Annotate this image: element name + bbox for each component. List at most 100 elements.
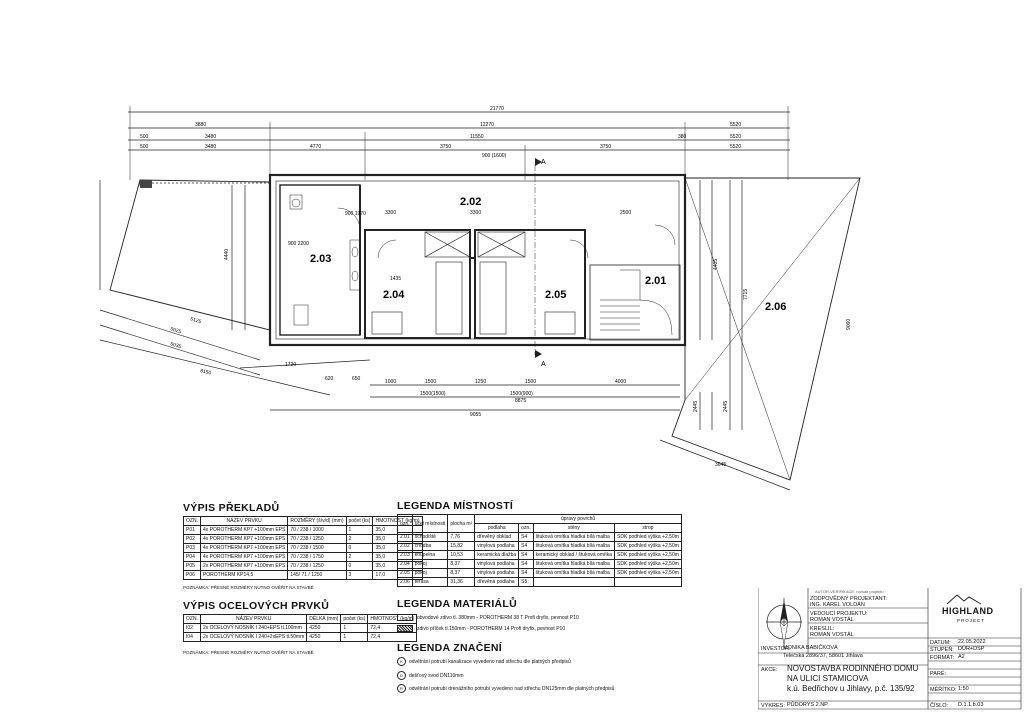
cell: 1 [340,632,369,642]
cell: 7,76 [447,532,476,542]
cell: 2x OCELOVÝ NOSNÍK I 240+EPS tl.100mm [199,623,308,633]
room-2-02-label: 2.02 [460,196,481,208]
table-header-row: ozn. účel místnosti plocha m² úpravy pov… [397,514,682,533]
investor-address: Telečská 2896/37, 58601 Jihlava [783,653,863,659]
cell: chodba [411,541,449,551]
cell: 1 [345,525,374,535]
akce-line-2: NA ULICI STAMICOVA [787,674,869,683]
rooms-legend-table: ozn. účel místnosti plocha m² úpravy pov… [397,514,682,587]
dim-bottom-11: 5125 [189,316,202,325]
cell: 2 [345,534,374,544]
room-2-04-label: 2.04 [383,289,405,301]
dim-inner-13: 5035 [169,341,182,350]
cell: 70 / 238 / 1250 [287,561,347,571]
cell: SDK podhled výška +2,50m [614,541,682,551]
dim-top-b5: 5520 [730,134,741,140]
symbol-k-icon: K [397,657,406,666]
cell: 15,82 [447,541,476,551]
vykres-name: PŮDORYS 2.NP [787,702,828,708]
dim-top-c1: 500 [140,144,149,150]
dim-inner-12: 5025 [169,326,182,335]
brand-mountain-icon [946,594,982,605]
col-header: stěny [532,523,616,533]
akce-line-1: NOVOSTAVBA RODINNÉHO DOMU [787,664,919,673]
cell: S4 [518,532,534,542]
material-item-partition: zdivo příček tl.150mm - POROTHERM 14 Pro… [397,625,565,632]
cell: 10,53 [447,550,476,560]
stupen-value: DÚR+DSP [958,646,985,652]
approval-stamp: AUTOR-VERIFIKACE: rozsah projektu [815,589,884,594]
meritko-label: MĚŘÍTKO: [930,687,957,693]
col-header: OZN. [183,614,201,624]
dim-inner-9: 2445 [693,401,699,412]
rooms-legend-title: LEGENDA MÍSTNOSTÍ [397,500,514,512]
dim-top-a3: 5520 [730,122,741,128]
cell: 4250 [306,623,342,633]
cell: keramická dlažba [474,550,520,560]
cell: SDK podhled výška +2,50m [614,550,682,560]
room-2-05-label: 2.05 [545,289,566,301]
dim-top-total: 21770 [490,106,504,112]
cell: vinylová podlaha [474,568,520,578]
dim-bottom-13: 650 [352,376,361,382]
cell: 4x POROTHERM KP7 +100mm EPS [199,525,289,535]
col-header: podlaha [474,523,520,533]
cell: I04 [183,632,201,642]
dim-inner-15: 900 2200 [288,241,309,247]
investor-label: INVESTOR: [761,646,791,652]
col-header: ozn. [518,523,534,533]
cell: 3 [345,570,374,580]
akce-label: AKCE: [761,667,778,673]
dim-bottom-1: 1000 [385,379,396,385]
cell: 2 [345,552,374,562]
dim-inner-11: 3645 [715,462,726,468]
col-header: OZN. [183,516,201,526]
cell: 145/ 71 / 1250 [287,570,347,580]
project-lead-label: VEDOUCÍ PROJEKTU: [810,611,868,617]
materials-title: LEGENDA MATERIÁLŮ [397,598,518,610]
floor-plan-drawing: A A 2.02 2.03 2.04 2.05 2.01 2.06 21770 … [99,106,861,491]
dim-inner-14: 8150 [200,368,212,376]
lintels-title: VÝPIS PŘEKLADŮ [183,502,280,514]
dim-inner-5: 4405 [713,259,719,270]
cell: 2.01 [397,532,413,542]
cell: 2.06 [397,577,413,587]
cell: SDK podhled výška +2,50m [614,559,682,569]
dim-top-c5: 3750 [600,144,611,150]
section-mark-bottom: A [541,361,546,368]
dim-top-c2: 3480 [205,144,216,150]
dim-inner-10: 2445 [723,401,729,412]
material-swatch-plain [397,614,413,621]
steel-table: OZN. NÁZEV PRVKU DÉLKA (mm) počet (ks) H… [183,614,418,642]
dim-bottom-9: 9055 [470,412,481,418]
cell: I02 [183,623,201,633]
col-header: účel místnosti [411,514,449,533]
col-header: úpravy povrchů [474,514,682,524]
symbol-item: D dešťový svod DN110mm [397,671,464,680]
project-lead: ROMAN VOSTÁL [810,617,854,623]
cell: 0 [345,561,374,571]
dim-top-a1: 3880 [195,122,206,128]
cell: 8,37 [447,559,476,569]
col-header: NÁZEV PRVKU [199,516,289,526]
room-2-06-label: 2.06 [765,301,786,313]
cell: P04 [183,552,201,562]
cell: 4250 [306,632,342,642]
dim-bottom-8: 8875 [515,398,526,404]
cell: SDK podhled výška +2,50m [614,568,682,578]
dim-top-b1: 500 [140,134,149,140]
cell: 70 / 238 / 1750 [287,552,347,562]
dim-bottom-5: 4000 [615,379,626,385]
datum-label: DATUM: [930,640,951,646]
cell: 31,36 [447,577,476,587]
col-header: ozn. [397,514,413,533]
dim-inner-2: 2500 [620,210,631,216]
